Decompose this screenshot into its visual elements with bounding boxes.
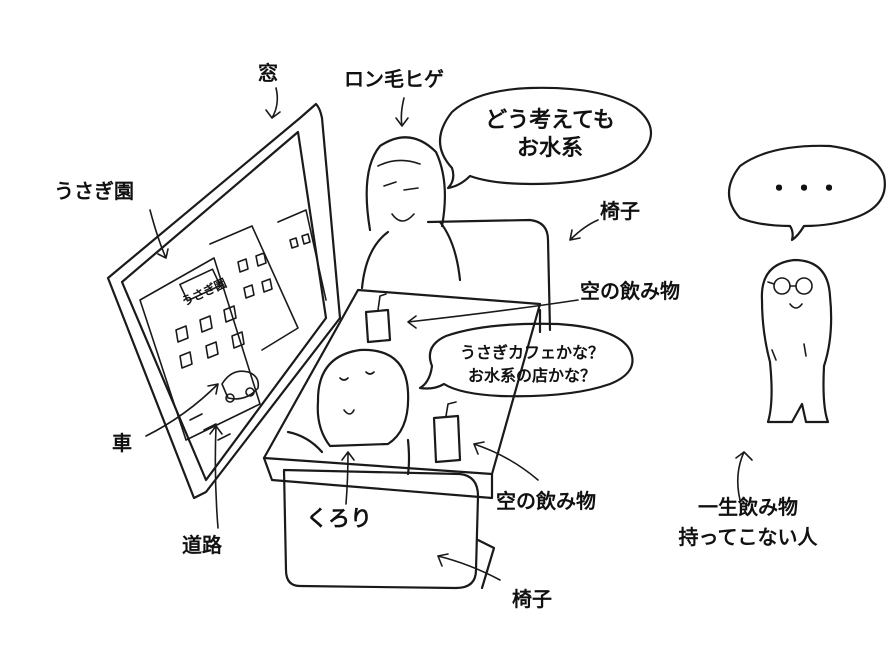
- label-chair-bottom: 椅子: [512, 587, 552, 611]
- kuroro-person: [286, 348, 411, 476]
- drink-top-arrow: [407, 299, 579, 329]
- beard-bubble-line2: お水系: [517, 136, 583, 161]
- sign-text: うさぎ園: [179, 275, 229, 309]
- ellipsis-bubble: [727, 144, 886, 242]
- label-window: 窓: [258, 61, 278, 85]
- car-arrow: [145, 383, 219, 437]
- beard-speech-bubble: [439, 86, 652, 190]
- beard-arrow: [395, 97, 409, 127]
- kuroro-bubble-line2: お水系の店かな？: [468, 366, 596, 385]
- window-arrow: [265, 87, 281, 119]
- drink-cup-top: [364, 293, 392, 344]
- label-car: 車: [112, 431, 132, 455]
- window-drawing: [106, 102, 342, 500]
- label-road: 道路: [182, 533, 223, 557]
- label-person-line1: 一生飲み物: [698, 495, 798, 519]
- chair-bottom-arrow: [437, 553, 501, 581]
- label-long-hair-beard: ロン毛ヒゲ: [344, 67, 444, 91]
- label-rabbit-garden: うさぎ園: [54, 179, 134, 203]
- kuroro-speech-bubble: [418, 322, 634, 398]
- label-chair-top: 椅子: [600, 199, 640, 223]
- chair-bottom: [282, 468, 496, 590]
- long-hair-beard-person: [360, 136, 462, 290]
- label-kuroro: くろり: [306, 507, 372, 532]
- beard-bubble-line1: どう考えても: [485, 108, 615, 133]
- chair-top-arrow: [569, 219, 599, 241]
- right-person: [760, 258, 833, 424]
- table: [262, 288, 542, 500]
- kuroro-arrow: [341, 451, 355, 505]
- rabbit-garden-arrow: [149, 209, 169, 259]
- drink-bottom-arrow: [473, 441, 539, 481]
- label-empty-drink-bottom: 空の飲み物: [496, 489, 596, 513]
- label-person-line2: 持ってこない人: [679, 525, 819, 549]
- kuroro-bubble-line1: うさぎカフェかな？: [460, 343, 604, 362]
- person-arrow: [735, 451, 753, 501]
- label-empty-drink-top: 空の飲み物: [580, 279, 680, 303]
- ellipsis-text: ・・・: [766, 174, 841, 203]
- drink-cup-bottom: [432, 401, 462, 464]
- chair-top: [426, 218, 552, 334]
- road-arrow: [209, 425, 223, 529]
